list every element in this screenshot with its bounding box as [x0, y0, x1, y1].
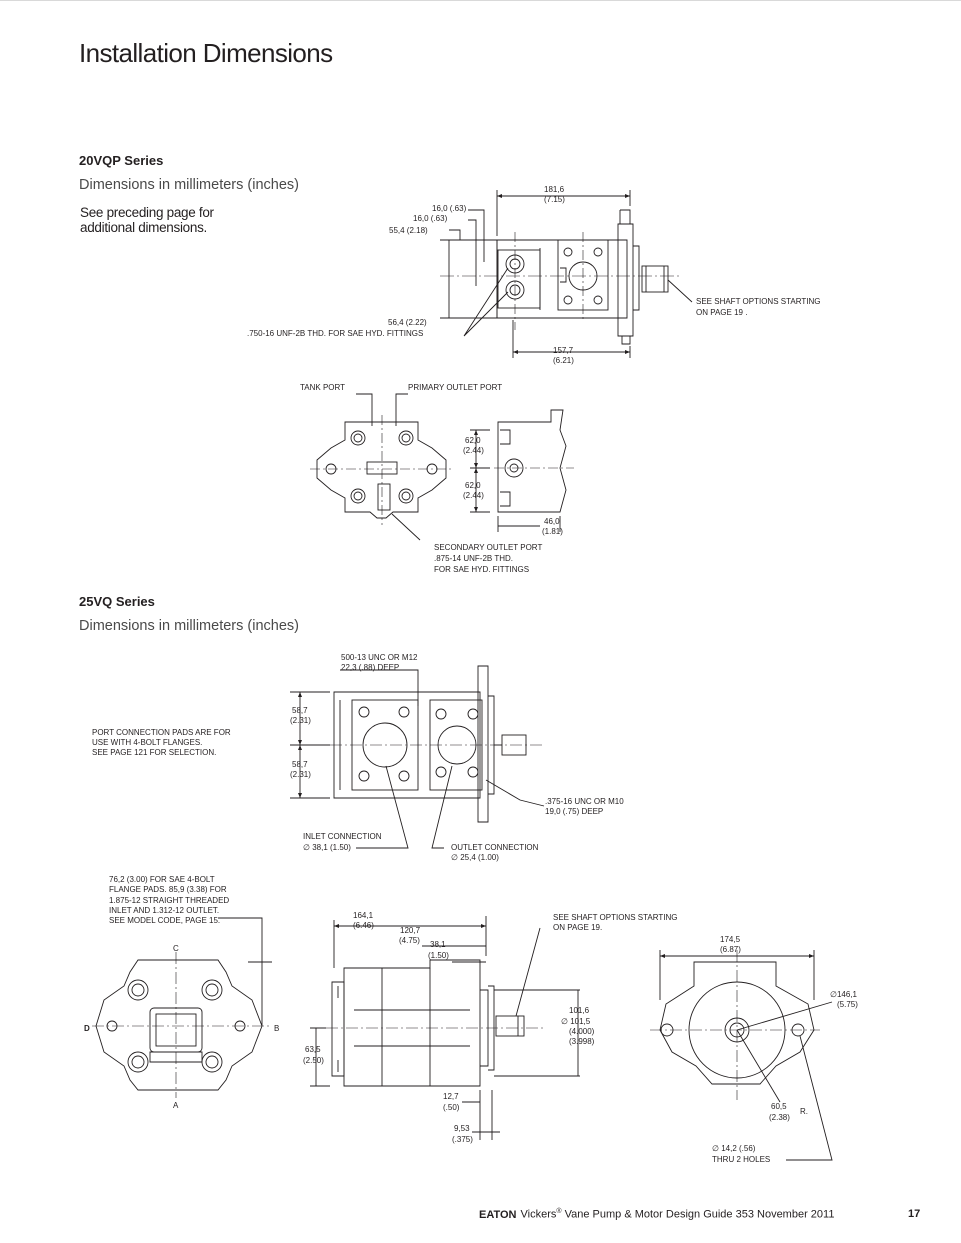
unc500-2: 22,3 (.88) DEEP	[341, 663, 399, 672]
shaft-note-25vq-2: ON PAGE 19.	[553, 923, 602, 932]
dim-62b-in: (2.44)	[463, 491, 484, 500]
footer-registered-mark: ®	[556, 1208, 562, 1215]
series-heading-20vqp: 20VQP Series	[79, 153, 164, 168]
dim-174-mm: 174,5	[720, 935, 741, 944]
dim-181-in: (7.15)	[544, 195, 565, 204]
secondary-outlet-3: FOR SAE HYD. FITTINGS	[434, 565, 529, 574]
drawing-20vqp-small-side	[470, 409, 574, 532]
radius-label: R.	[800, 1107, 808, 1116]
drawing-25vq-rear-view	[650, 950, 833, 1161]
dim-174-in: (6.87)	[720, 945, 741, 954]
dim-127-mm: 12,7	[443, 1092, 459, 1101]
thread-note: .750-16 UNF-2B THD. FOR SAE HYD. FITTING…	[247, 329, 423, 338]
dim-55: 55,4 (2.18)	[389, 226, 428, 235]
dim-953-in: (.375)	[452, 1135, 473, 1144]
footer-guide-info: Vane Pump & Motor Design Guide 353 Novem…	[561, 1208, 835, 1221]
secondary-outlet-1: SECONDARY OUTLET PORT	[434, 543, 542, 552]
flange-note-5: SEE MODEL CODE, PAGE 15.	[109, 916, 220, 925]
dim-16a: 16,0 (.63)	[432, 204, 467, 213]
drawing-20vqp-front-view	[310, 393, 452, 541]
secondary-outlet-2: .875-14 UNF-2B THD.	[434, 554, 513, 563]
shaft-note-20vqp-1: SEE SHAFT OPTIONS STARTING	[696, 297, 820, 306]
dim-146-mm: ∅146,1	[830, 990, 858, 999]
unc375-2: 19,0 (.75) DEEP	[545, 807, 603, 816]
holes-note-2: THRU 2 HOLES	[712, 1155, 770, 1164]
preceding-page-note: See preceding page for additional dimens…	[80, 205, 214, 235]
dim-120-in: (4.75)	[399, 936, 420, 945]
flange-note-3: 1.875-12 STRAIGHT THREADED	[109, 896, 229, 905]
dim-16b: 16,0 (.63)	[413, 214, 448, 223]
port-letter-d: D	[84, 1024, 90, 1033]
dim-953-mm: 9,53	[454, 1124, 470, 1133]
dim-62a-in: (2.44)	[463, 446, 484, 455]
dim-38-mm: 38,1	[430, 940, 446, 949]
dim-38-in: (1.50)	[428, 951, 449, 960]
drawing-25vq-side-view	[310, 916, 580, 1140]
pad-note-2: USE WITH 4-BOLT FLANGES.	[92, 738, 202, 747]
unc375-1: .375-16 UNC OR M10	[545, 797, 624, 806]
dim-164-in: (6.46)	[353, 921, 374, 930]
primary-outlet-label: PRIMARY OUTLET PORT	[408, 383, 502, 392]
dim-46-mm: 46,0	[544, 517, 560, 526]
dim-101-b: ∅ 101,5	[561, 1017, 591, 1026]
flange-note-1: 76,2 (3.00) FOR SAE 4-BOLT	[109, 875, 215, 884]
dim-605-in: (2.38)	[769, 1113, 790, 1122]
dim-120-mm: 120,7	[400, 926, 421, 935]
footer-product: Vickers	[520, 1208, 557, 1221]
flange-note-2: FLANGE PADS. 85,9 (3.38) FOR	[109, 885, 227, 894]
footer-brand: EATON	[479, 1208, 517, 1221]
shaft-note-25vq-1: SEE SHAFT OPTIONS STARTING	[553, 913, 677, 922]
unc500-1: 500-13 UNC OR M12	[341, 653, 418, 662]
page-title: Installation Dimensions	[79, 38, 333, 68]
dim-146-in: (5.75)	[837, 1000, 858, 1009]
pad-note-3: SEE PAGE 121 FOR SELECTION.	[92, 748, 216, 757]
top-rule	[0, 0, 961, 1]
dim-46-in: (1.81)	[542, 527, 563, 536]
drawing-25vq-front-view	[92, 917, 272, 1098]
dim-635-in: (2.50)	[303, 1056, 324, 1065]
dim-101-d: (3.998)	[569, 1037, 595, 1046]
drawing-20vqp-side-view	[440, 190, 693, 358]
dim-157-mm: 157,7	[553, 346, 574, 355]
port-letter-b: B	[274, 1024, 279, 1033]
outlet-connection-2: ∅ 25,4 (1.00)	[451, 853, 499, 862]
series-heading-25vq: 25VQ Series	[79, 594, 155, 609]
units-subheading-20vqp: Dimensions in millimeters (inches)	[79, 177, 299, 193]
units-subheading-25vq: Dimensions in millimeters (inches)	[79, 618, 299, 634]
dim-587a-in: (2.31)	[290, 716, 311, 725]
dim-587b-mm: 58,7	[292, 760, 308, 769]
dim-101-a: 101,6	[569, 1006, 590, 1015]
pad-note-1: PORT CONNECTION PADS ARE FOR	[92, 728, 231, 737]
port-letter-c: C	[173, 944, 179, 953]
outlet-connection-1: OUTLET CONNECTION	[451, 843, 539, 852]
holes-note-1: ∅ 14,2 (.56)	[712, 1144, 756, 1153]
dim-127-in: (.50)	[443, 1103, 460, 1112]
dim-164-mm: 164,1	[353, 911, 374, 920]
dim-181-mm: 181,6	[544, 185, 565, 194]
dim-101-c: (4.000)	[569, 1027, 595, 1036]
dim-635-mm: 63,5	[305, 1045, 321, 1054]
page-number: 17	[908, 1208, 921, 1220]
dim-62a-mm: 62,0	[465, 436, 481, 445]
dim-587a-mm: 58,7	[292, 706, 308, 715]
tank-port-label: TANK PORT	[300, 383, 345, 392]
dim-56: 56,4 (2.22)	[388, 318, 427, 327]
inlet-connection-1: INLET CONNECTION	[303, 832, 382, 841]
dim-605-mm: 60,5	[771, 1102, 787, 1111]
dim-157-in: (6.21)	[553, 356, 574, 365]
shaft-note-20vqp-2: ON PAGE 19 .	[696, 308, 747, 317]
dim-62b-mm: 62,0	[465, 481, 481, 490]
drawing-25vq-top-view	[290, 665, 545, 849]
inlet-connection-2: ∅ 38,1 (1.50)	[303, 843, 351, 852]
dim-587b-in: (2.31)	[290, 770, 311, 779]
port-letter-a: A	[173, 1101, 179, 1110]
flange-note-4: INLET AND 1.312-12 OUTLET.	[109, 906, 219, 915]
drawing-labels: 181,6 (7.15) 16,0 (.63) 16,0 (.63) 55,4 …	[84, 185, 858, 1164]
